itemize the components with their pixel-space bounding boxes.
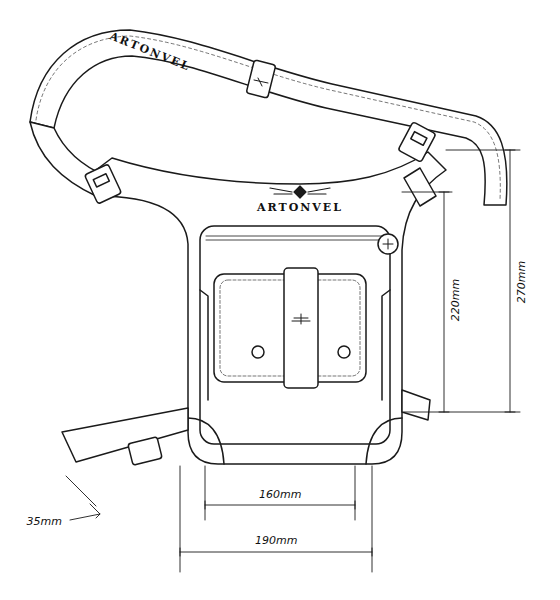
- front-pocket: [200, 226, 390, 444]
- brand-wings: [270, 188, 330, 194]
- leg-buckle: [128, 437, 162, 466]
- corner-patch-left: [188, 418, 224, 464]
- zipper: [206, 236, 384, 240]
- button-cross: [383, 239, 393, 249]
- snap-right: [338, 346, 350, 358]
- pocket-side: [200, 290, 390, 400]
- leg-strap-left: [62, 408, 188, 462]
- dimension-label: 160mm: [257, 489, 303, 501]
- left-buckle-bar: [93, 174, 109, 187]
- right-strap-end: [404, 168, 436, 206]
- dimension-label: 220mm: [450, 277, 462, 323]
- dimension-label: 35mm: [25, 516, 64, 528]
- right-buckle-bar: [411, 132, 427, 146]
- dimension-lines: [66, 150, 520, 572]
- leg-strap-right: [402, 390, 430, 420]
- dimension-label: 270mm: [516, 259, 528, 305]
- snap-left: [252, 346, 264, 358]
- keeper-logo: [254, 78, 268, 86]
- brand-logo: [294, 186, 306, 198]
- button: [378, 234, 398, 254]
- corner-patch-right: [366, 418, 402, 464]
- center-strap-logo: [292, 314, 310, 324]
- left-buckle: [84, 164, 121, 204]
- dimension-label: 190mm: [253, 535, 299, 547]
- brand-name: ARTONVEL: [257, 202, 343, 214]
- strap-keeper: [246, 60, 276, 98]
- center-strap: [284, 268, 318, 388]
- right-buckle: [398, 122, 436, 162]
